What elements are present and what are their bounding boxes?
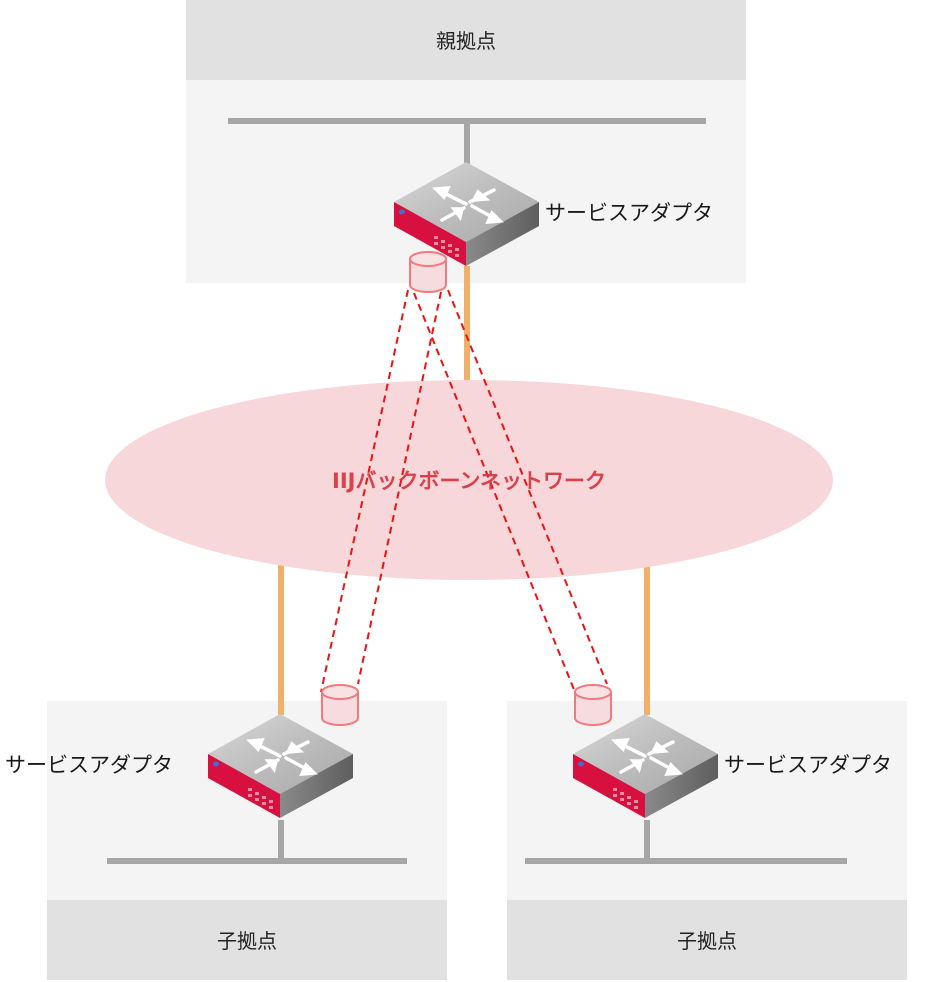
parent-lan-drop (464, 124, 470, 164)
parent-adapter-label: サービスアダプタ (545, 201, 713, 225)
child-site-left-title: 子拠点 (217, 929, 277, 953)
parent-site-title: 親拠点 (436, 29, 496, 53)
child-site-right-footer (507, 900, 907, 980)
child-right-uplink (644, 560, 650, 715)
parent-uplink (464, 266, 470, 386)
tunnel-left-b (357, 291, 442, 685)
tunnel-right-b (447, 289, 608, 685)
parent-lan-line (228, 118, 706, 124)
tunnels (320, 289, 608, 693)
child-site-right-body (507, 701, 907, 900)
child-site-left: 子拠点 (47, 701, 447, 980)
cylinder-icon (321, 684, 359, 726)
child-site-right-title: 子拠点 (677, 929, 737, 953)
backbone-network-cloud (105, 380, 833, 580)
child-left-adapter-label: サービスアダプタ (5, 753, 173, 777)
tunnel-left-a (320, 289, 409, 693)
backbone-label: IIJバックボーンネットワーク (332, 469, 606, 493)
child-site-left-footer (47, 900, 447, 980)
child-right-adapter-label: サービスアダプタ (724, 753, 892, 777)
child-right-lan-drop (644, 820, 650, 860)
child-site-right: 子拠点 (507, 701, 907, 980)
child-right-lan-line (525, 858, 847, 864)
child-left-lan-line (107, 858, 407, 864)
child-site-left-body (47, 701, 447, 900)
cylinder-icon (574, 684, 612, 726)
cylinder-icon (409, 251, 447, 293)
child-left-uplink (278, 560, 284, 715)
child-left-lan-drop (278, 820, 284, 860)
parent-site-header (186, 0, 746, 80)
